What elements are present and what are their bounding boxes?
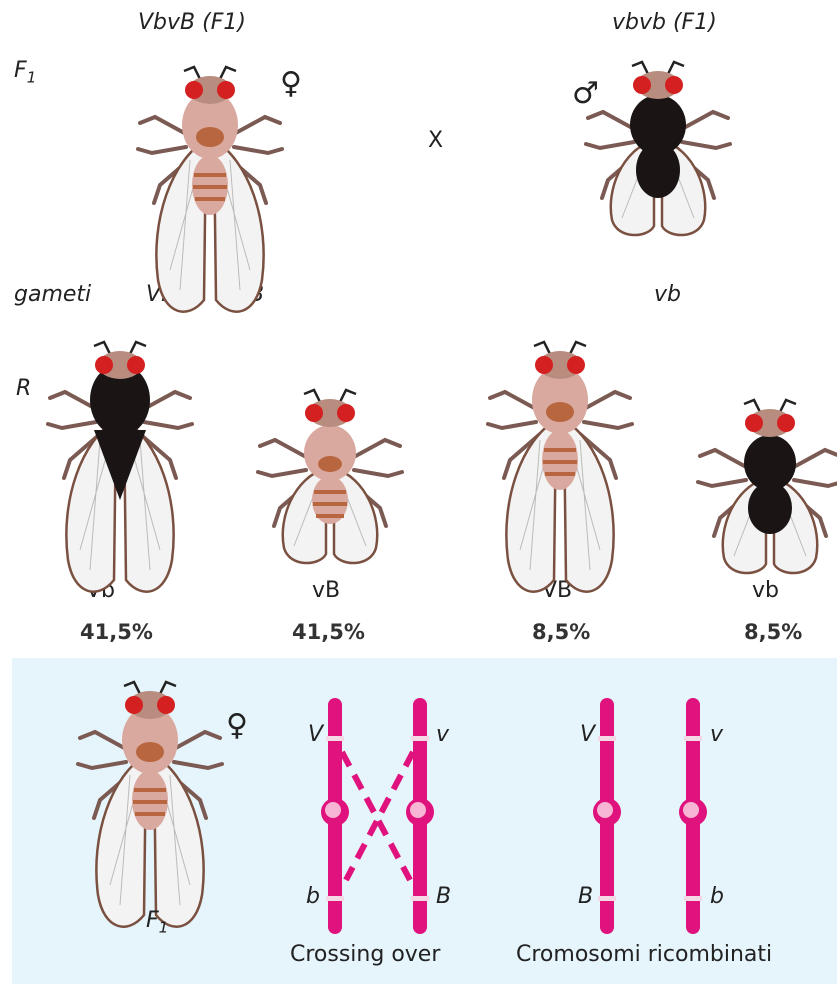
recombined-label-left-top: V: [580, 722, 595, 747]
recombined-label-left-bottom: B: [578, 884, 593, 909]
panel-female-symbol: ♀: [226, 708, 248, 743]
recombined-chromosomes: [593, 698, 707, 934]
crossing-label-left-top: V: [308, 722, 323, 747]
recombined-chromosomes-caption: Cromosomi ricombinati: [516, 942, 772, 967]
recombined-label-right-top: v: [710, 722, 723, 747]
crossing-label-right-top: v: [436, 722, 449, 747]
crossing-over-chromosomes: [321, 698, 434, 934]
panel-fly-label: F1: [146, 908, 168, 936]
crossing-label-left-bottom: b: [306, 884, 320, 909]
crossing-over-caption: Crossing over: [290, 942, 440, 967]
recombined-label-right-bottom: b: [710, 884, 724, 909]
crossing-label-right-bottom: B: [436, 884, 451, 909]
